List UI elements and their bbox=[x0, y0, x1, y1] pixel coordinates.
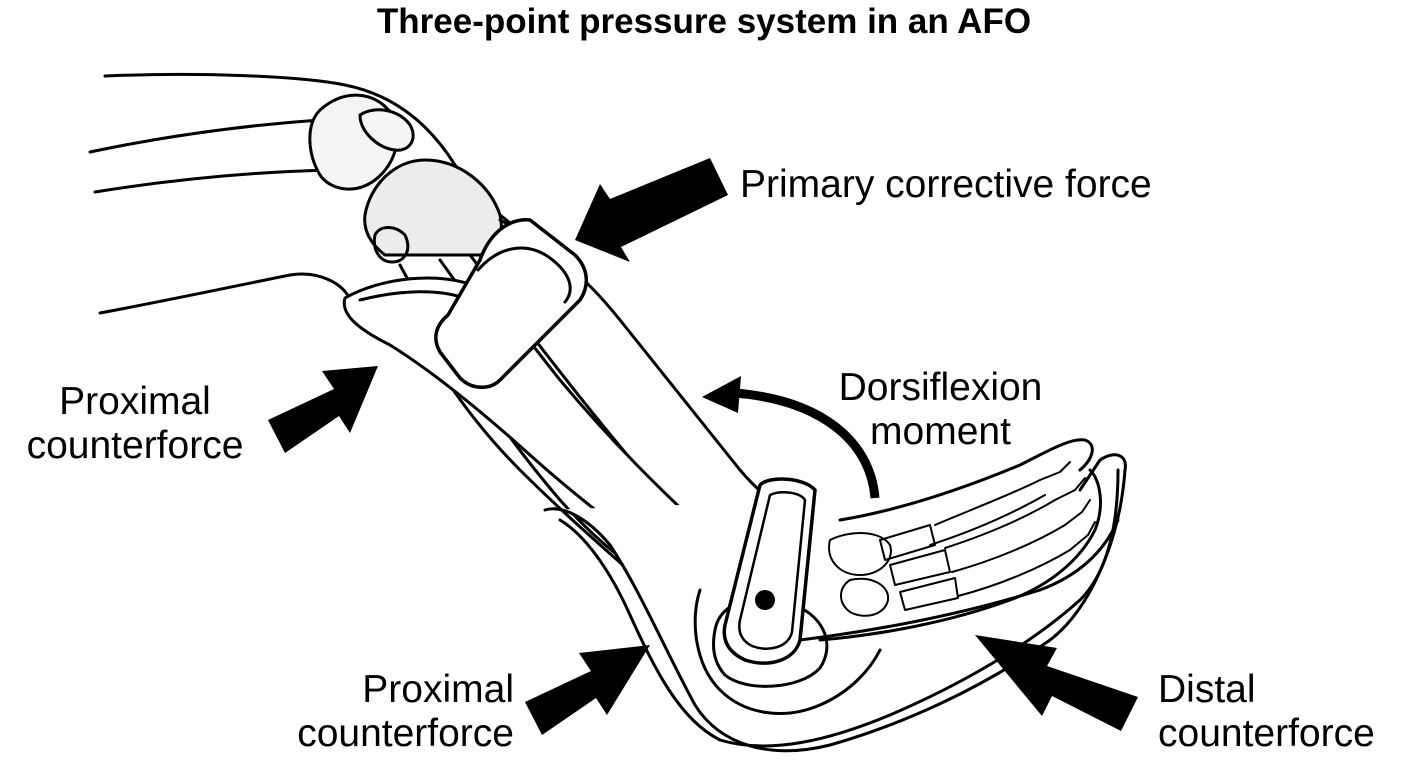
ankle-joint-hinge-icon bbox=[755, 590, 775, 610]
thigh-outline-mid bbox=[88, 118, 322, 154]
patella bbox=[358, 108, 415, 152]
proximal-counterforce-upper-label: Proximal counterforce bbox=[15, 380, 255, 468]
label-line: counterforce bbox=[1158, 712, 1375, 755]
fibula-head bbox=[372, 226, 410, 264]
foot-bones bbox=[828, 461, 1096, 617]
foot-sole-outline bbox=[818, 468, 1102, 642]
proximal-upper-force-arrow-icon bbox=[268, 366, 378, 453]
proximal-counterforce-lower-label: Proximal counterforce bbox=[268, 668, 514, 756]
thigh-outline-low bbox=[93, 168, 332, 194]
foot-dorsum-outline bbox=[838, 438, 1094, 522]
distal-counterforce-label: Distal counterforce bbox=[1158, 668, 1375, 756]
label-line: Dorsiflexion bbox=[838, 366, 1043, 409]
label-line: counterforce bbox=[297, 712, 514, 755]
primary-force-arrow-icon bbox=[575, 158, 728, 262]
proximal-lower-force-arrow-icon bbox=[525, 645, 650, 735]
label-line: counterforce bbox=[26, 424, 244, 467]
primary-corrective-force-label: Primary corrective force bbox=[740, 163, 1152, 206]
calf-strap-band bbox=[476, 246, 572, 304]
calf-strap bbox=[434, 218, 588, 389]
label-line: moment bbox=[870, 410, 1011, 453]
dorsiflexion-moment-label: Dorsiflexion moment bbox=[818, 366, 1063, 454]
distal-force-arrow-icon bbox=[975, 635, 1138, 731]
afo-heel-shell-inner bbox=[558, 468, 1120, 748]
diagram-title: Three-point pressure system in an AFO bbox=[376, 2, 1032, 41]
label-line: Proximal bbox=[362, 668, 514, 711]
ankle-strap-inner bbox=[738, 491, 807, 650]
afo-heel-shell bbox=[543, 453, 1127, 753]
tibia-head bbox=[363, 158, 503, 257]
label-line: Distal bbox=[1158, 668, 1256, 711]
dorsiflexion-arrow-curve bbox=[734, 388, 880, 499]
heel-outline bbox=[693, 588, 882, 715]
thigh-outline-bottom bbox=[98, 272, 352, 315]
label-line: Proximal bbox=[59, 380, 211, 423]
dorsiflexion-arrow-head-icon bbox=[702, 376, 741, 413]
